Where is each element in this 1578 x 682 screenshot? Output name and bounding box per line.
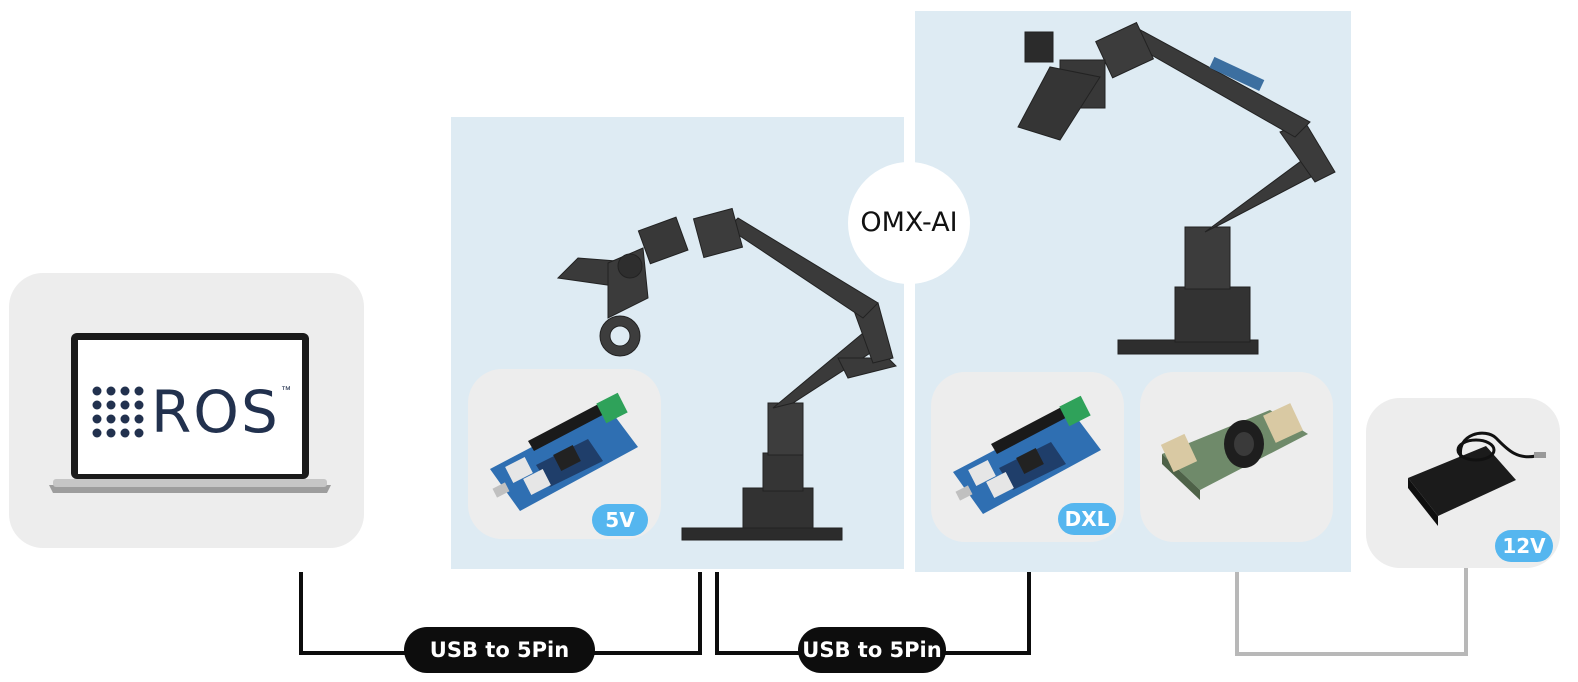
laptop-card: ROS ™ (9, 273, 364, 548)
usb-cable-label-left: USB to 5Pin (404, 627, 595, 673)
power-hub-card (1140, 372, 1333, 542)
controller-board-icon (953, 395, 1101, 514)
power-adapter-card: 12V (1366, 398, 1560, 568)
ros-logo-text: ROS (151, 378, 280, 446)
power-hub-icon (1160, 403, 1308, 500)
ros-dots-icon (92, 386, 144, 438)
power-adapter-icon (1408, 431, 1546, 526)
omx-follower-arm-icon (1017, 21, 1336, 355)
usb-cable-label-right: USB to 5Pin (798, 627, 946, 673)
laptop-icon (49, 333, 331, 493)
controller-board-card-dxl: DXL (931, 372, 1124, 542)
voltage-badge-5v: 5V (592, 504, 648, 536)
controller-board-icon (490, 392, 638, 511)
omx-ai-label: OMX-AI (848, 162, 970, 284)
voltage-badge-12v: 12V (1495, 530, 1553, 562)
voltage-badge-dxl: DXL (1058, 503, 1116, 535)
omx-leader-arm-icon (556, 207, 897, 541)
ros-trademark: ™ (281, 385, 291, 396)
controller-board-card-5v: 5V (468, 369, 661, 539)
